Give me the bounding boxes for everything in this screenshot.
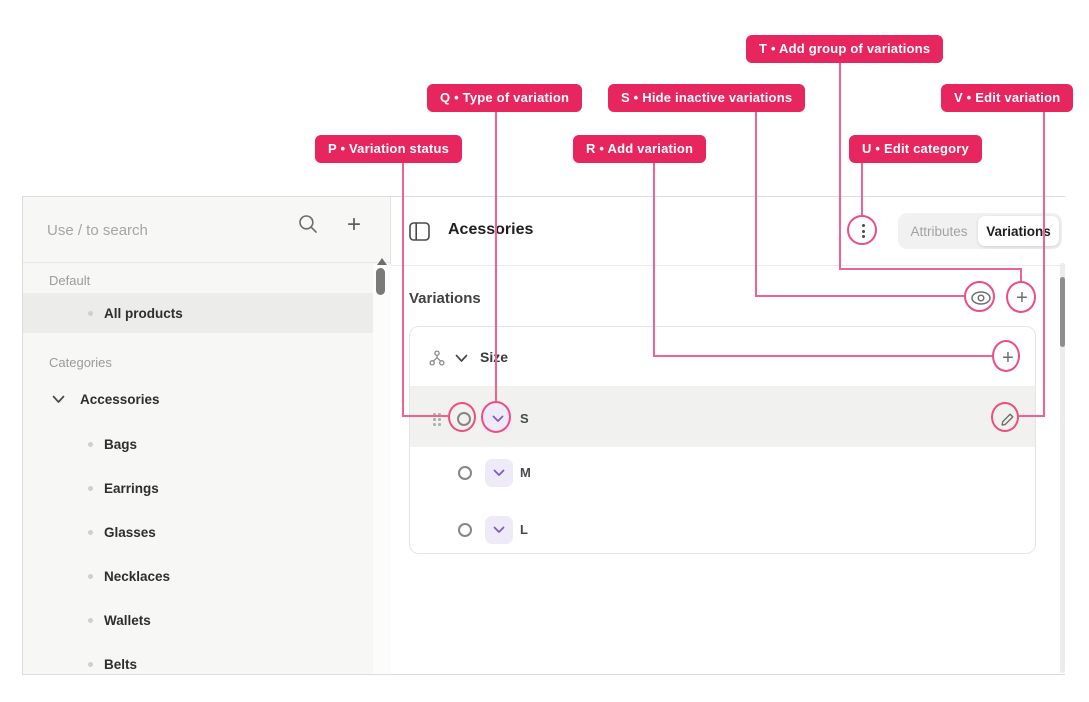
bullet-icon — [88, 573, 93, 579]
tab-attributes[interactable]: Attributes — [910, 223, 968, 239]
variations-card: Size + S — [409, 326, 1036, 554]
connector-line — [495, 112, 497, 402]
sidebar-item-belts[interactable]: Belts — [23, 652, 373, 676]
search-icon[interactable] — [296, 212, 320, 236]
connector-line — [402, 415, 448, 417]
drag-handle-icon[interactable] — [433, 413, 442, 426]
main-header: Acessories Attributes Variations — [391, 197, 1066, 266]
variation-row-m[interactable]: M — [410, 447, 1035, 504]
variation-group-name: Size — [480, 349, 509, 365]
page-title: Acessories — [448, 221, 534, 238]
sidebar-item-all-products[interactable]: All products — [23, 293, 373, 333]
variation-label: M — [520, 465, 531, 480]
variations-section-title: Variations — [409, 290, 481, 307]
variation-label: S — [520, 411, 529, 426]
add-category-icon[interactable]: + — [341, 209, 367, 241]
sidebar-item-label: Bags — [104, 436, 138, 452]
main-panel: Acessories Attributes Variations Variati… — [391, 197, 1066, 674]
highlight-ring-status — [448, 402, 476, 432]
connector-line — [1019, 415, 1045, 417]
connector-line — [861, 163, 863, 216]
tab-variations[interactable]: Variations — [978, 216, 1059, 246]
status-ring-icon[interactable] — [458, 523, 472, 537]
tabs-container: Attributes Variations — [898, 213, 1062, 249]
bullet-icon — [88, 617, 93, 623]
connector-line — [755, 112, 757, 296]
sidebar-item-label: Glasses — [104, 524, 156, 540]
sidebar-item-necklaces[interactable]: Necklaces — [23, 564, 373, 588]
sidebar-item-label: Wallets — [104, 612, 151, 628]
connector-line — [839, 63, 841, 269]
sidebar-item-glasses[interactable]: Glasses — [23, 520, 373, 544]
variation-label: L — [520, 522, 528, 537]
variation-type-dropdown[interactable] — [485, 516, 513, 544]
sidebar: + Default All products Categories Access… — [23, 197, 391, 674]
shortcut-label-type-of-variation: Q • Type of variation — [427, 84, 583, 112]
sidebar-search-row: + — [23, 197, 390, 263]
sidebar-item-label: All products — [104, 305, 183, 321]
bullet-icon — [88, 485, 93, 491]
bullet-icon — [88, 529, 93, 535]
connector-line — [653, 163, 655, 356]
shortcut-label-variation-status: P • Variation status — [315, 135, 463, 163]
status-ring-icon[interactable] — [458, 466, 472, 480]
connector-line — [1020, 268, 1022, 282]
connector-line — [755, 295, 965, 297]
main-scrollbar-track — [1060, 263, 1065, 673]
sidebar-section-categories: Categories — [49, 355, 112, 370]
highlight-ring-kebab — [847, 215, 877, 245]
shortcut-label-edit-variation: V • Edit variation — [941, 84, 1074, 112]
chevron-down-icon[interactable] — [51, 394, 65, 404]
main-scrollbar-thumb[interactable] — [1060, 277, 1065, 347]
sidebar-item-label: Belts — [104, 656, 138, 672]
shortcut-label-edit-category: U • Edit category — [849, 135, 982, 163]
connector-line — [402, 163, 404, 416]
highlight-ring-type — [481, 401, 511, 433]
sidebar-section-default: Default — [49, 273, 91, 288]
variation-type-dropdown[interactable] — [485, 459, 513, 487]
shortcut-label-add-variation: R • Add variation — [573, 135, 707, 163]
search-input[interactable] — [47, 211, 272, 249]
group-network-icon — [428, 349, 446, 367]
highlight-ring-add-variation — [992, 340, 1020, 372]
highlight-ring-edit — [991, 402, 1019, 432]
sidebar-item-label: Necklaces — [104, 568, 171, 584]
sidebar-item-label: Earrings — [104, 480, 159, 496]
sidebar-scrollbar — [373, 258, 391, 674]
sidebar-item-accessories[interactable]: Accessories — [23, 387, 373, 411]
variation-row-s[interactable]: S — [410, 387, 1035, 447]
sidebar-item-label: Accessories — [80, 391, 160, 407]
connector-line — [839, 268, 1022, 270]
highlight-ring-add-group — [1006, 281, 1036, 313]
shortcut-label-add-group: T • Add group of variations — [746, 35, 944, 63]
variation-group-row: Size + — [410, 327, 1035, 387]
connector-line — [1043, 112, 1045, 417]
bullet-icon — [88, 310, 93, 316]
sidebar-item-bags[interactable]: Bags — [23, 432, 373, 456]
toggle-sidebar-icon[interactable] — [407, 220, 431, 242]
shortcut-label-hide-inactive: S • Hide inactive variations — [608, 84, 806, 112]
sidebar-item-wallets[interactable]: Wallets — [23, 608, 373, 632]
sidebar-scrollbar-thumb[interactable] — [376, 268, 385, 295]
app-window: + Default All products Categories Access… — [22, 196, 1066, 675]
variation-row-l[interactable]: L — [410, 504, 1035, 553]
plus-glyph: + — [346, 211, 361, 238]
highlight-ring-eye — [964, 281, 995, 312]
connector-line — [653, 355, 992, 357]
sidebar-item-earrings[interactable]: Earrings — [23, 476, 373, 500]
bullet-icon — [88, 441, 93, 447]
scroll-up-arrow-icon[interactable] — [377, 258, 387, 265]
bullet-icon — [88, 661, 93, 667]
chevron-down-icon[interactable] — [454, 353, 468, 363]
